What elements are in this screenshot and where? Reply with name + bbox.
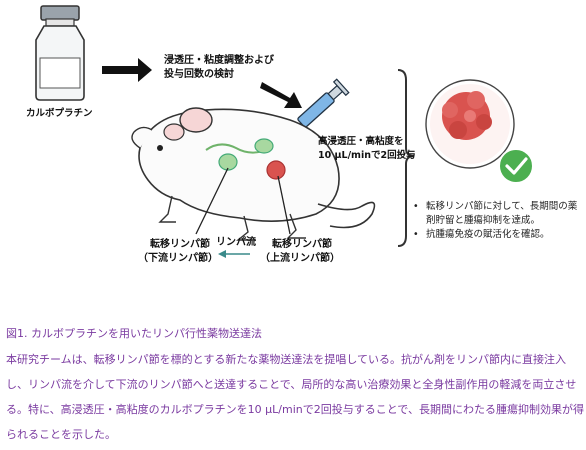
figure-caption: 図1. カルボプラチンを用いたリンパ行性薬物送達法 [6, 327, 262, 340]
injection-label-line1: 高浸透圧・高粘度を [318, 136, 404, 147]
figure-illustration [35, 5, 534, 258]
mouse-illustration [131, 107, 376, 241]
vial-icon [35, 5, 85, 101]
bracket-icon [397, 69, 415, 247]
step-label-line1: 浸透圧・粘度調整および [164, 55, 274, 66]
check-icon [498, 148, 534, 184]
results-list: 転移リンパ節に対して、長期間の薬剤貯留と腫瘍抑制を達成。 抗腫瘍免疫の賦活化を確… [412, 200, 582, 242]
lymph-node-icon [218, 153, 238, 171]
step-label-line2: 投与回数の検討 [164, 69, 234, 80]
lymph-node-icon [254, 138, 274, 154]
downstream-node-label-line1: 転移リンパ節 [150, 239, 210, 250]
syringe-icon [281, 78, 350, 142]
upstream-node-label-line2: （上流リンパ節） [260, 253, 340, 264]
process-arrow-icon [102, 58, 152, 82]
lymph-flow-arrow-icon [218, 250, 250, 258]
downstream-node-label-line2: （下流リンパ節） [138, 253, 218, 264]
body-paragraph: 本研究チームは、転移リンパ節を標的とする新たな薬物送達法を提唱している。抗がん剤… [6, 353, 584, 441]
injection-label-line2: 10 μL/minで2回投与 [318, 150, 416, 161]
vial-label: カルボプラチン [26, 108, 93, 119]
lymph-flow-label: リンパ流 [216, 237, 256, 248]
upstream-node-label-line1: 転移リンパ節 [272, 239, 332, 250]
tumor-icon [266, 160, 286, 180]
figure-diagram: カルボプラチン 浸透圧・粘度調整および 投与回数の検討 高浸透圧・高粘度を 10… [0, 0, 586, 318]
result-item: 抗腫瘍免疫の賦活化を確認。 [412, 228, 582, 242]
result-item: 転移リンパ節に対して、長期間の薬剤貯留と腫瘍抑制を達成。 [412, 200, 582, 228]
tumor-zoom-icon [425, 79, 515, 169]
injection-arrow-icon [260, 82, 302, 108]
